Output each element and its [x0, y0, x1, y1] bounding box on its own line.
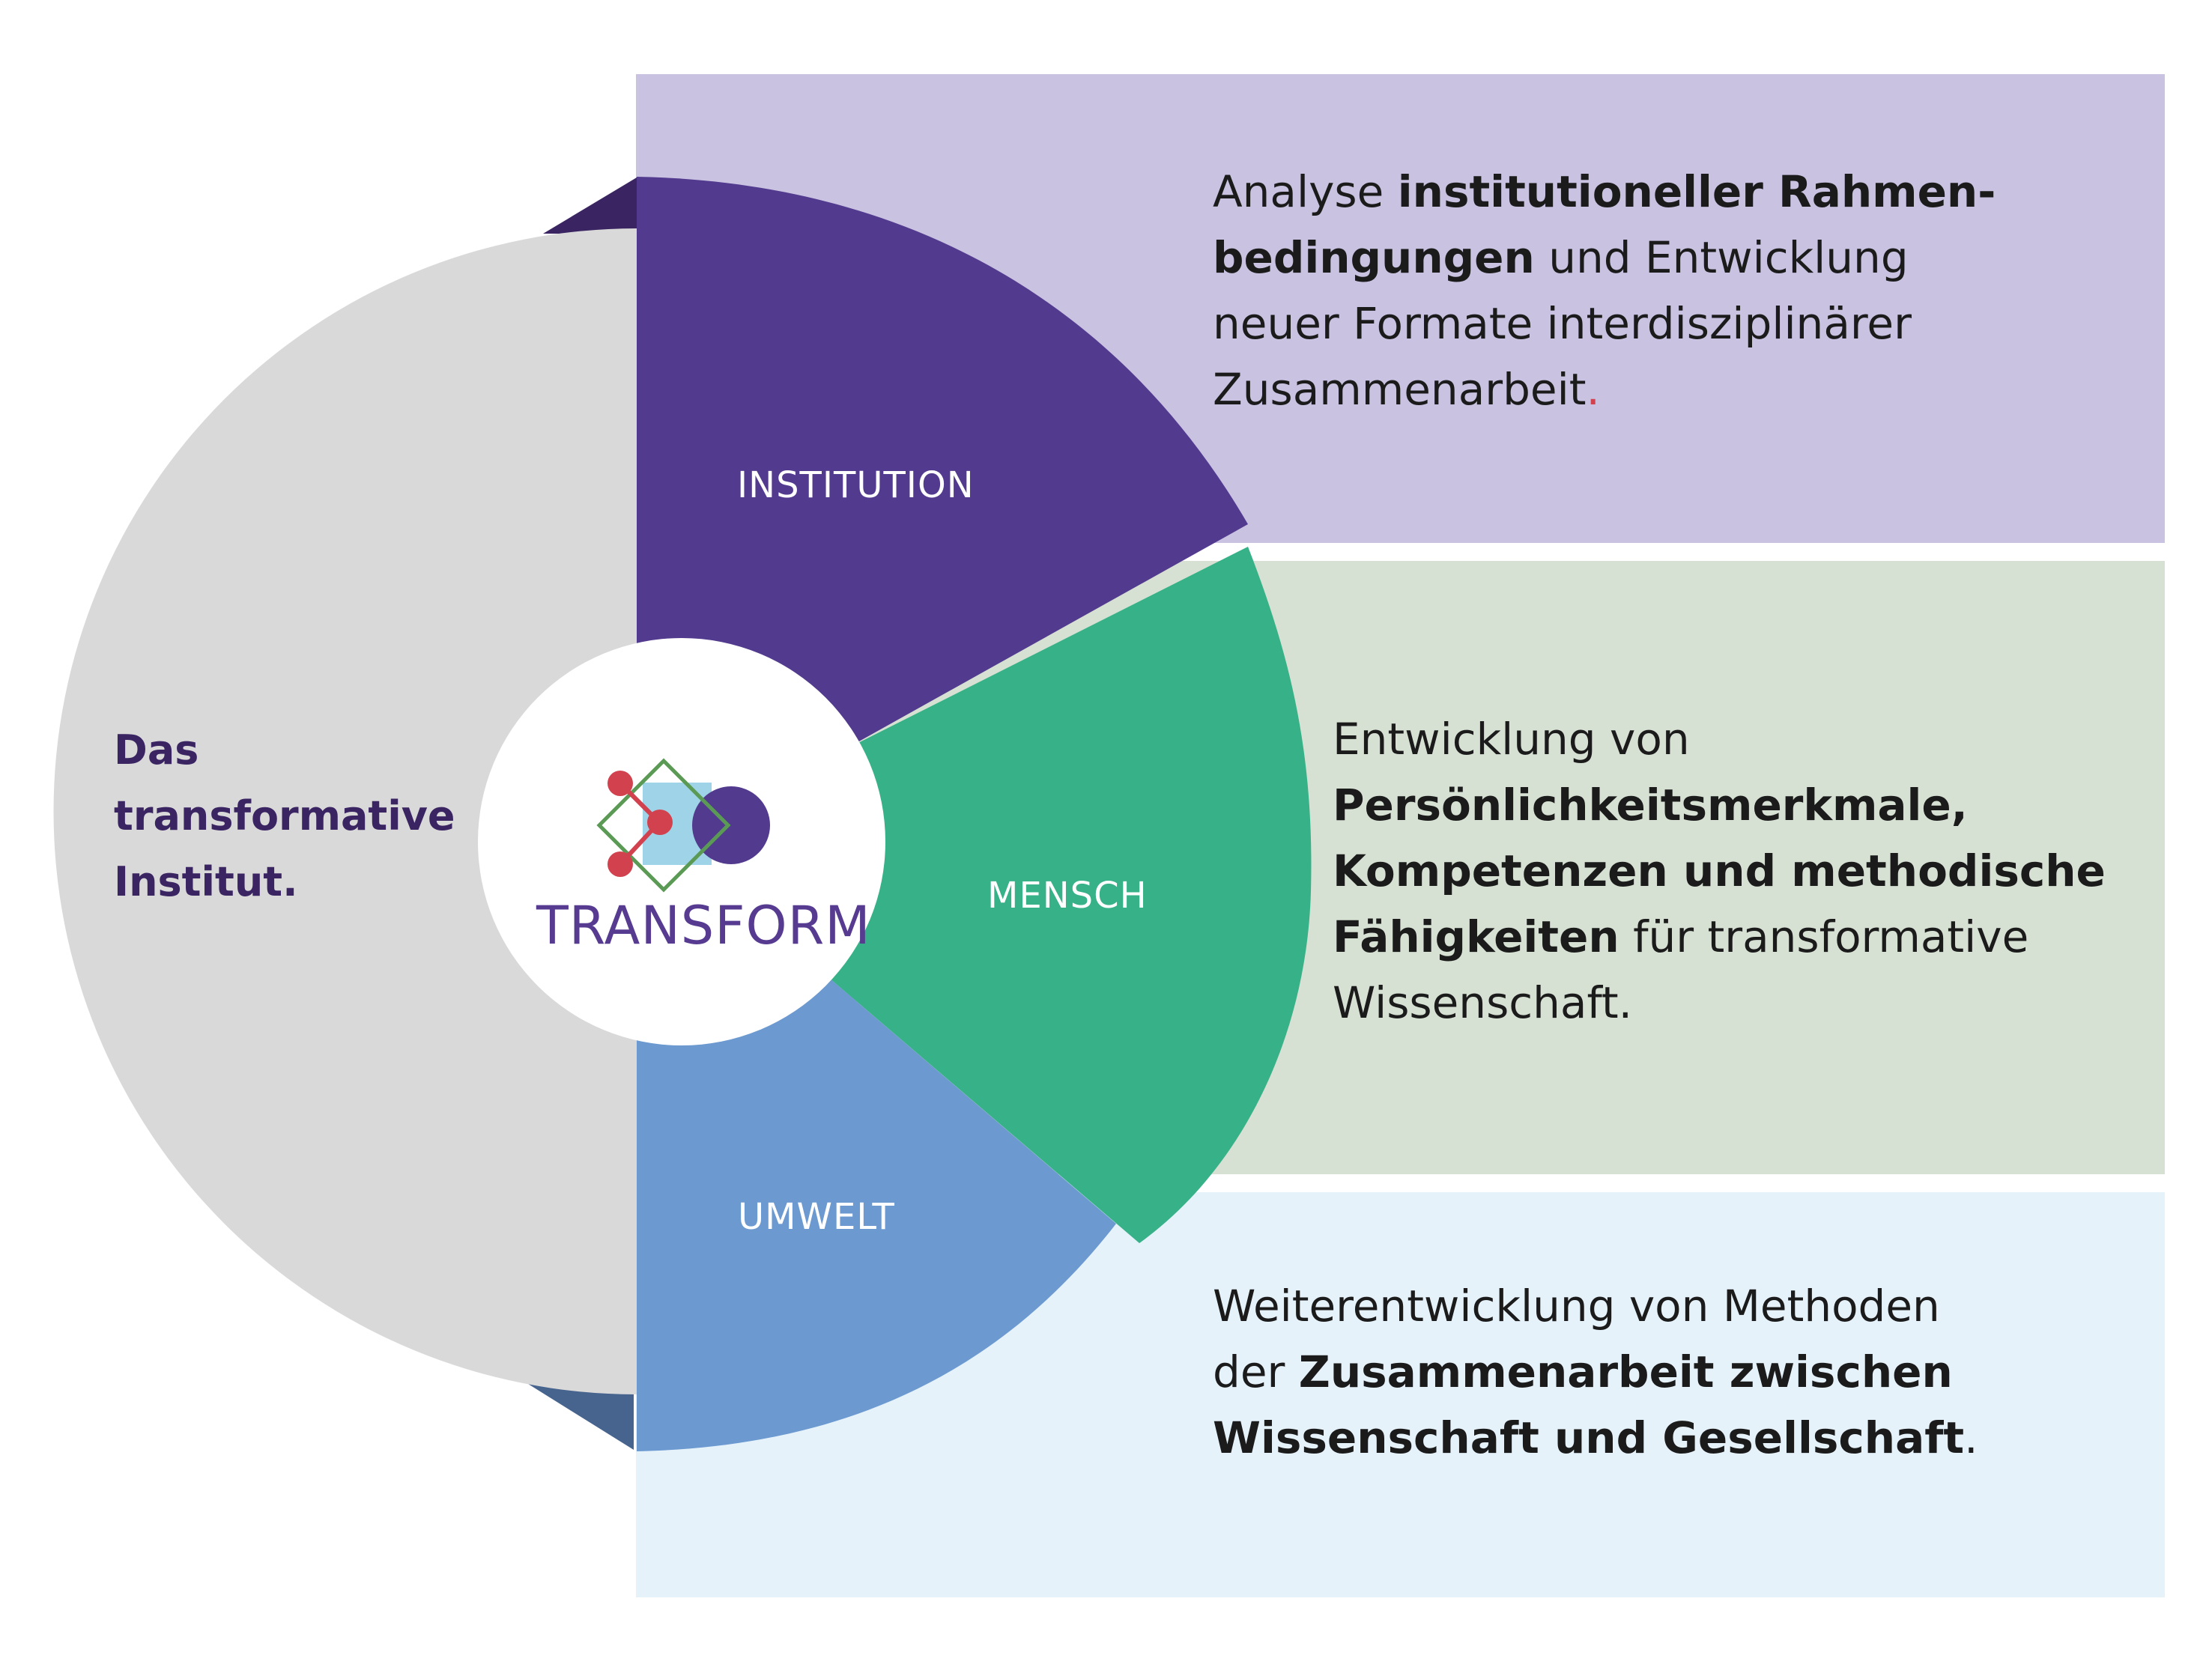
fold-wedge-top	[543, 177, 637, 234]
text-run: .	[1586, 364, 1600, 415]
sector-institution	[637, 177, 1248, 760]
title-line: Institut.	[114, 858, 298, 905]
panel-institution-text: Analyse institutioneller Rahmen- bedingu…	[1213, 159, 1996, 422]
bold-run: Persönlichkeitsmerkmale,	[1333, 780, 1968, 831]
bold-run: bedingungen	[1213, 232, 1535, 283]
text-run: Analyse	[1213, 166, 1398, 217]
title-line: Das	[114, 726, 199, 774]
text-run: .	[1964, 1412, 1978, 1463]
sector-label-umwelt: UMWELT	[738, 1196, 895, 1238]
bold-run: Kompetenzen und methodische	[1333, 845, 2106, 896]
panel-mensch-text: Entwicklung von Persönlichkeitsmerkmale,…	[1333, 706, 2106, 1036]
text-run: Zusammenarbeit	[1213, 364, 1587, 415]
transform-logo-icon	[596, 758, 770, 893]
diagram-title: Das transformative Institut.	[114, 717, 455, 915]
text-run: und Entwicklung	[1534, 232, 1909, 283]
sector-mensch	[824, 547, 1312, 1243]
grey-half-disc	[53, 228, 637, 1394]
sector-umwelt	[637, 974, 1116, 1451]
bold-run: Zusammenarbeit zwischen	[1298, 1346, 1953, 1397]
text-run: Entwicklung von	[1333, 714, 1690, 765]
sector-label-mensch: MENSCH	[987, 875, 1148, 917]
fold-wedge-bottom	[528, 1384, 634, 1450]
text-run: für transformative	[1619, 911, 2029, 962]
logo-red-dot	[647, 810, 673, 835]
bold-run: Fähigkeiten	[1333, 911, 1619, 962]
title-line: transformative	[114, 792, 455, 839]
logo-green-diamond	[596, 758, 731, 893]
bold-run: Wissenschaft und Gesellschaft	[1213, 1412, 1965, 1463]
bold-run: institutioneller Rahmen-	[1397, 166, 1996, 217]
logo-red-dot	[607, 851, 633, 877]
text-run: der	[1213, 1346, 1299, 1397]
panel-umwelt-text: Weiterentwicklung von Methoden der Zusam…	[1213, 1273, 1978, 1471]
text-run: neuer Formate interdisziplinärer	[1213, 298, 1912, 349]
logo-wordmark: TRANSFORM	[536, 895, 871, 956]
text-run: Weiterentwicklung von Methoden	[1213, 1281, 1940, 1332]
logo-purple-circle	[692, 786, 770, 864]
text-run: Wissenschaft.	[1333, 977, 1633, 1028]
logo-red-dot	[607, 771, 633, 796]
sector-label-institution: INSTITUTION	[737, 464, 975, 506]
